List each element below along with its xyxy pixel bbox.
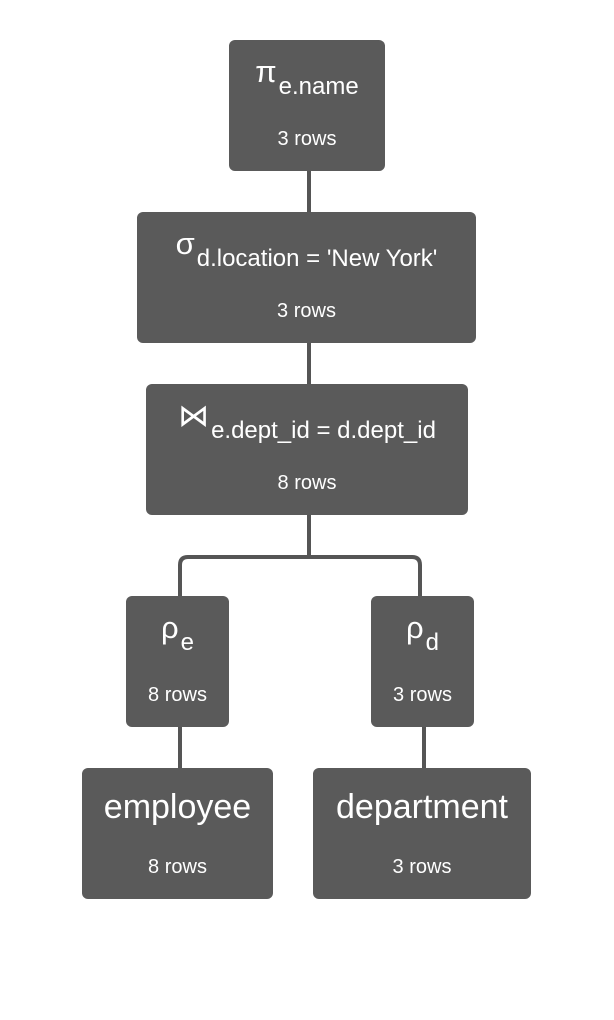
edge-join-rename-e bbox=[178, 514, 311, 597]
join-operator: ⋈e.dept_id = d.dept_id bbox=[146, 398, 468, 446]
join-node: ⋈e.dept_id = d.dept_id 8 rows bbox=[146, 384, 468, 515]
rename-e-row-count: 8 rows bbox=[148, 684, 207, 706]
selection-operator: σd.location = 'New York' bbox=[137, 226, 476, 274]
pi-symbol: π bbox=[255, 54, 277, 89]
rename-d-row-count: 3 rows bbox=[393, 684, 452, 706]
sigma-symbol: σ bbox=[175, 226, 195, 261]
rename-e-node: ρe 8 rows bbox=[126, 596, 229, 727]
department-table-node: department 3 rows bbox=[313, 768, 531, 899]
join-row-count: 8 rows bbox=[277, 472, 337, 494]
projection-operator: πe.name bbox=[229, 54, 385, 102]
department-row-count: 3 rows bbox=[392, 856, 452, 878]
employee-table-line: employee bbox=[82, 788, 273, 827]
rho-symbol: ρ bbox=[406, 610, 424, 645]
bowtie-symbol: ⋈ bbox=[178, 398, 210, 433]
rename-d-alias: d bbox=[425, 629, 439, 656]
rename-e-operator: ρe bbox=[126, 610, 229, 658]
employee-row-count: 8 rows bbox=[148, 856, 207, 878]
rho-symbol: ρ bbox=[161, 610, 179, 645]
selection-node: σd.location = 'New York' 3 rows bbox=[137, 212, 476, 343]
department-table-name: department bbox=[336, 788, 508, 826]
selection-condition: d.location = 'New York' bbox=[196, 245, 438, 272]
rename-d-operator: ρd bbox=[371, 610, 474, 658]
department-table-line: department bbox=[313, 788, 531, 827]
join-condition: e.dept_id = d.dept_id bbox=[211, 417, 436, 444]
employee-table-node: employee 8 rows bbox=[82, 768, 273, 899]
selection-row-count: 3 rows bbox=[277, 300, 336, 322]
rename-d-node: ρd 3 rows bbox=[371, 596, 474, 727]
projection-argument: e.name bbox=[278, 73, 359, 100]
projection-row-count: 3 rows bbox=[277, 128, 337, 150]
rename-e-alias: e bbox=[180, 629, 194, 656]
projection-node: πe.name 3 rows bbox=[229, 40, 385, 171]
edge-join-rename-d bbox=[309, 555, 422, 597]
employee-table-name: employee bbox=[103, 788, 252, 826]
